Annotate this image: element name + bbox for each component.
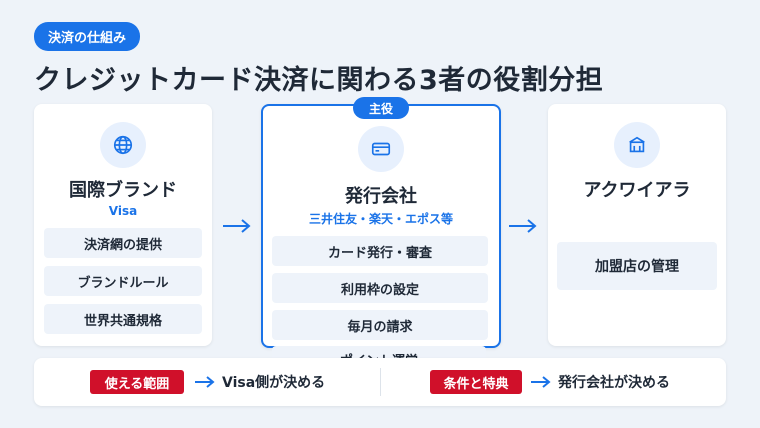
list-item: 利用枠の設定 bbox=[272, 273, 488, 303]
list-item: 世界共通規格 bbox=[44, 304, 202, 334]
card-title: アクワイアラ bbox=[583, 180, 691, 201]
card-acquirer: アクワイアラ 加盟店の管理 bbox=[548, 104, 726, 346]
divider bbox=[380, 368, 381, 396]
main-role-badge: 主役 bbox=[353, 97, 409, 119]
card-title: 発行会社 bbox=[345, 186, 417, 207]
summary-bar: 使える範囲 Visa側が決める 条件と特典 発行会社が決める bbox=[34, 358, 726, 406]
card-title: 国際ブランド bbox=[69, 180, 177, 201]
credit-card-icon bbox=[358, 126, 404, 172]
card-issuer: 発行会社 三井住友・楽天・エポス等 カード発行・審査 利用枠の設定 毎月の請求 bbox=[261, 104, 501, 348]
arrow-right-icon bbox=[195, 376, 215, 388]
terms-text: 発行会社が決める bbox=[558, 375, 670, 391]
card-subtitle: Visa bbox=[108, 204, 138, 218]
terms-tag: 条件と特典 bbox=[430, 370, 522, 394]
store-icon bbox=[614, 122, 660, 168]
list-item: ブランドルール bbox=[44, 266, 202, 296]
list-item-overflow: ポイント運営 bbox=[272, 346, 486, 358]
page-title: クレジットカード決済に関わる3者の役割分担 bbox=[34, 65, 604, 96]
card-subtitle: 三井住友・楽天・エポス等 bbox=[308, 212, 453, 226]
list-item: 毎月の請求 bbox=[272, 310, 488, 340]
list-item: 決済網の提供 bbox=[44, 228, 202, 258]
list-item: ポイント運営 bbox=[272, 350, 486, 358]
globe-icon bbox=[100, 122, 146, 168]
arrow-right-icon bbox=[509, 219, 537, 233]
list-item: カード発行・審査 bbox=[272, 236, 488, 266]
section-tag: 決済の仕組み bbox=[34, 22, 141, 51]
list-item: 加盟店の管理 bbox=[557, 242, 717, 290]
scope-tag: 使える範囲 bbox=[90, 370, 184, 394]
arrow-right-icon bbox=[223, 219, 251, 233]
scope-text: Visa側が決める bbox=[222, 375, 326, 391]
card-international-brand: 国際ブランド Visa 決済網の提供 ブランドルール 世界共通規格 bbox=[34, 104, 212, 346]
arrow-right-icon bbox=[531, 376, 551, 388]
